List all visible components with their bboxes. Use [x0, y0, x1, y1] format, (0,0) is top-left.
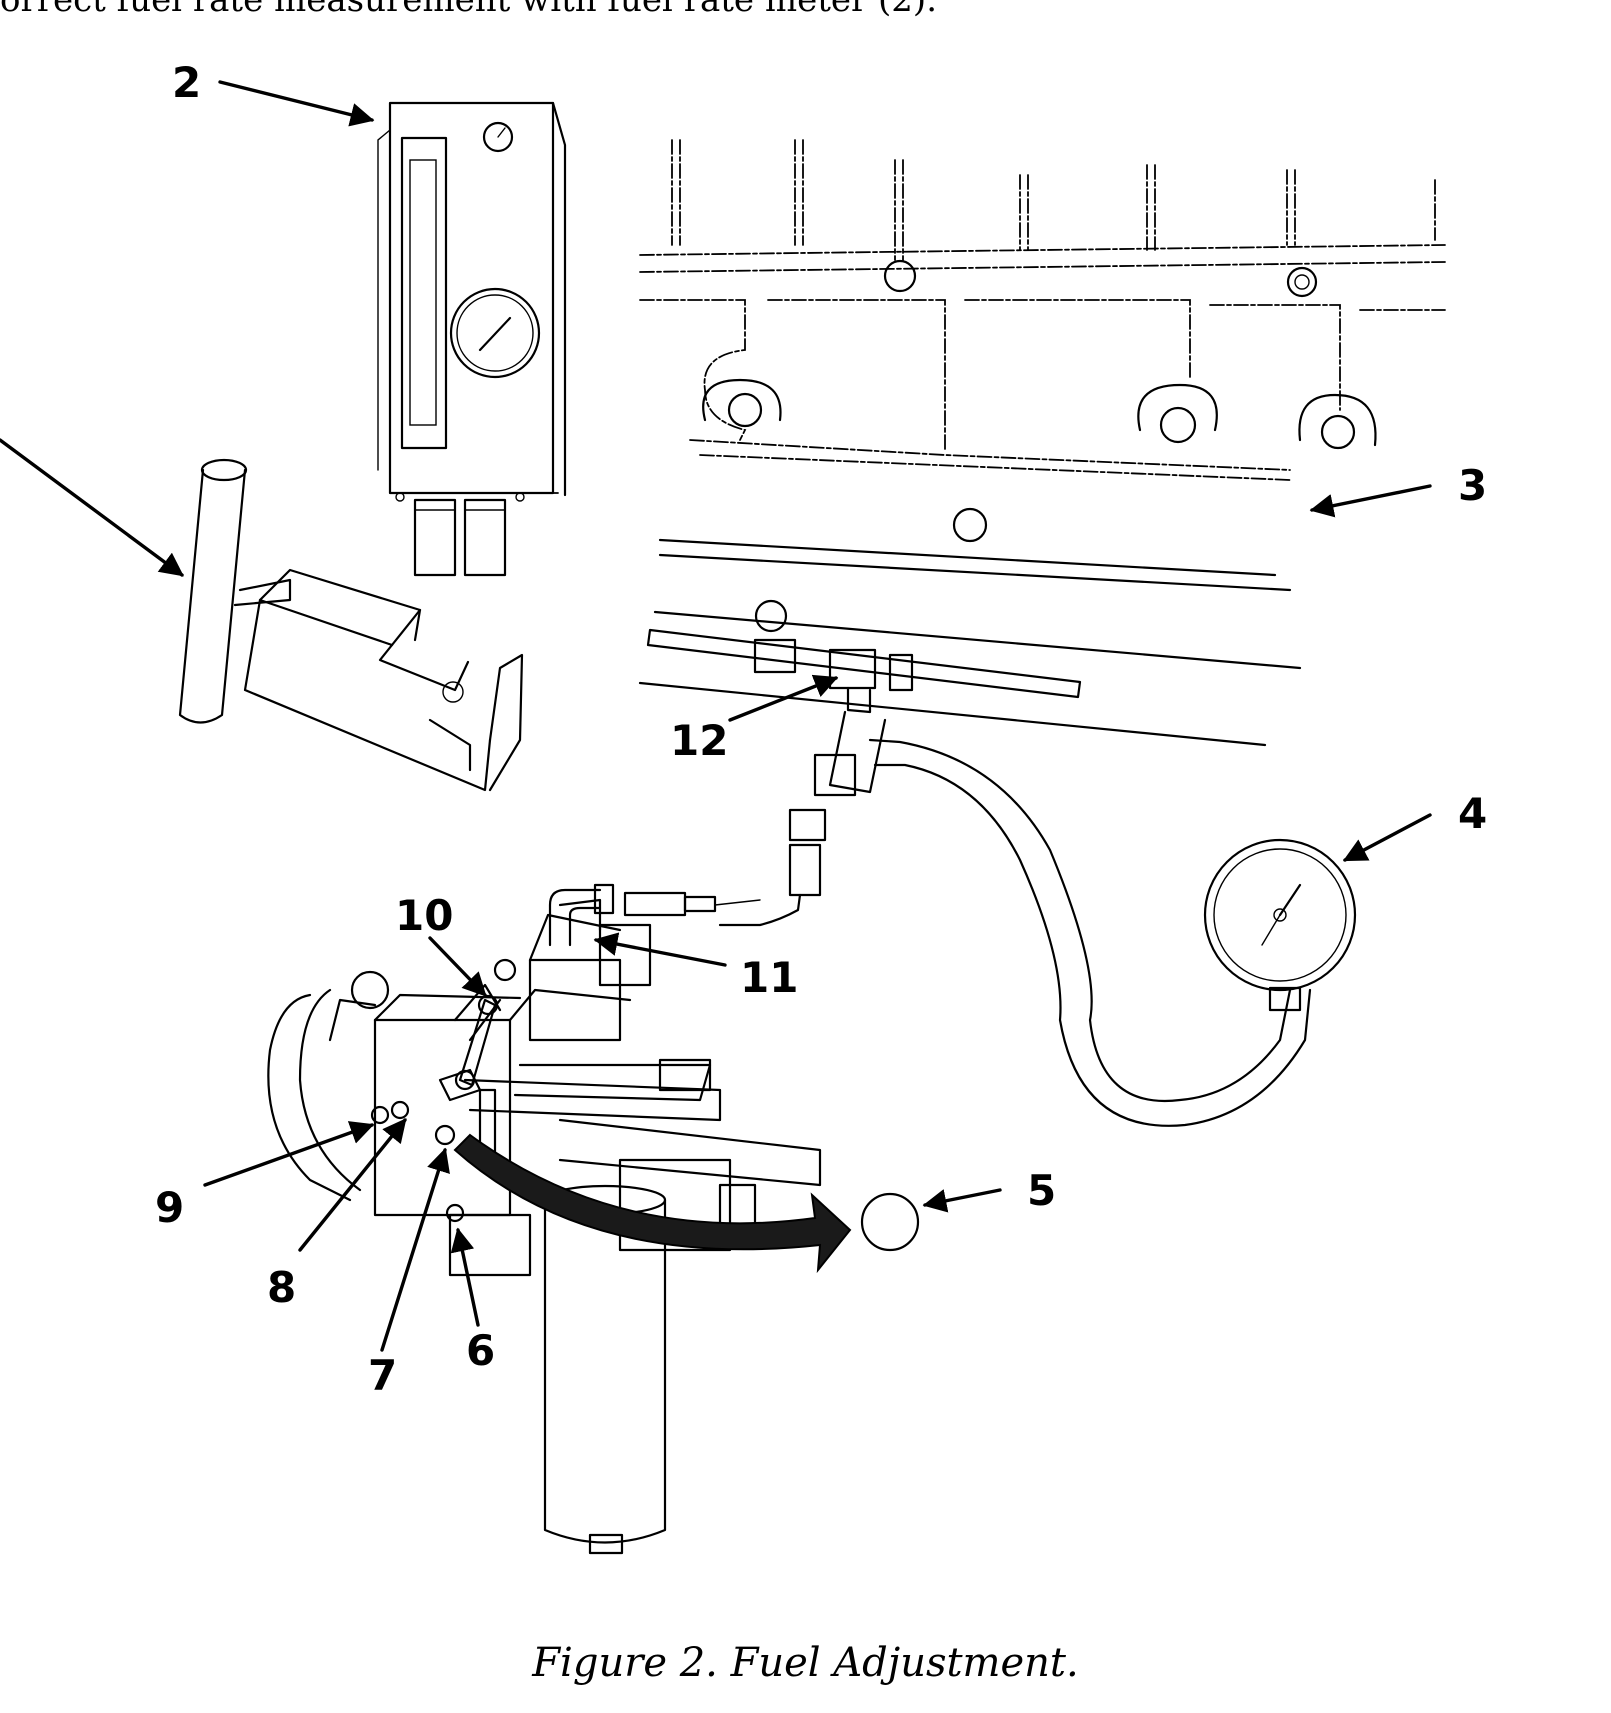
leader-lines — [0, 80, 1432, 1352]
engine-block — [638, 139, 1446, 747]
pressure-gauge — [1203, 838, 1357, 1012]
fuel-rate-meter — [377, 101, 567, 577]
callout-2: 2 — [172, 58, 201, 107]
callout-5: 5 — [1027, 1166, 1056, 1215]
callout-11: 11 — [740, 953, 798, 1002]
callout-12: 12 — [670, 716, 728, 765]
callout-7: 7 — [368, 1351, 397, 1400]
callout-3: 3 — [1458, 461, 1487, 510]
removal-arrow — [453, 1133, 852, 1274]
callout-4: 4 — [1458, 789, 1487, 838]
fuel-tee-fitting — [646, 599, 1312, 1127]
callout-10: 10 — [395, 891, 453, 940]
callout-8: 8 — [267, 1263, 296, 1312]
instruction-text: orrect fuel rate measurement with fuel r… — [0, 0, 938, 20]
figure-caption: Figure 2. Fuel Adjustment. — [532, 1640, 1079, 1686]
fuel-cap — [860, 1192, 920, 1252]
callout-9: 9 — [155, 1183, 184, 1232]
injection-pump — [267, 883, 822, 1555]
callout-6: 6 — [466, 1326, 495, 1375]
timing-tool — [178, 458, 524, 792]
